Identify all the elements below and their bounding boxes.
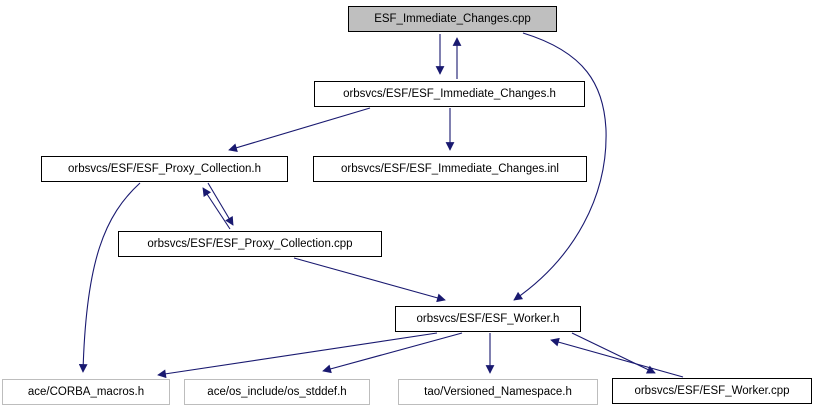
node-esf-immediate-changes-cpp[interactable]: ESF_Immediate_Changes.cpp xyxy=(348,6,557,32)
edge-proxy-h-to-corba xyxy=(78,182,141,373)
edge-proxy-cpp-to-proxy-h xyxy=(202,187,231,230)
edge-worker-cpp-to-worker-h xyxy=(550,337,684,378)
edge-proxy-cpp-to-worker-h xyxy=(293,257,446,303)
node-tao-versioned-namespace-h: tao/Versioned_Namespace.h xyxy=(398,379,598,405)
node-esf-proxy-collection-cpp[interactable]: orbsvcs/ESF/ESF_Proxy_Collection.cpp xyxy=(118,231,382,257)
node-esf-worker-h[interactable]: orbsvcs/ESF/ESF_Worker.h xyxy=(395,306,581,332)
node-esf-worker-cpp[interactable]: orbsvcs/ESF/ESF_Worker.cpp xyxy=(612,378,812,404)
edge-imm-cpp-to-worker-h xyxy=(513,32,607,301)
node-esf-immediate-changes-h[interactable]: orbsvcs/ESF/ESF_Immediate_Changes.h xyxy=(314,81,585,107)
edge-worker-h-to-worker-cpp xyxy=(571,332,656,374)
node-ace-corba-macros-h: ace/CORBA_macros.h xyxy=(2,379,170,405)
edge-worker-h-to-corba xyxy=(157,332,438,379)
node-ace-os-include-os-stddef-h: ace/os_include/os_stddef.h xyxy=(184,379,370,405)
edge-worker-h-to-stddef xyxy=(322,332,463,374)
node-esf-immediate-changes-inl[interactable]: orbsvcs/ESF/ESF_Immediate_Changes.inl xyxy=(313,156,587,182)
edge-imm-h-to-proxy-h xyxy=(228,107,371,152)
node-esf-proxy-collection-h[interactable]: orbsvcs/ESF/ESF_Proxy_Collection.h xyxy=(41,156,288,182)
edge-proxy-h-to-proxy-cpp xyxy=(207,182,234,226)
